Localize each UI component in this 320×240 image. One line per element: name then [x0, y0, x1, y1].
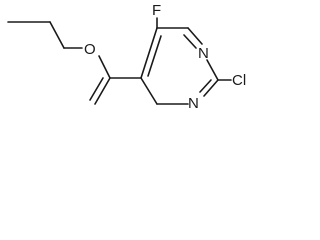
- atom-label-chlorine: Cl: [232, 72, 246, 89]
- bond-ethyl: [49, 21, 65, 49]
- atom-label-oxygen: O: [84, 41, 96, 58]
- bond-c6-n1: [187, 27, 203, 45]
- bond-vinyl-ch2-inner: [89, 77, 104, 101]
- bond-c4-c5-inner: [147, 35, 162, 77]
- bond-n1-c2: [206, 59, 219, 81]
- bond-c6-n1-inner: [183, 34, 197, 49]
- bond-vinyl-ch2: [94, 77, 111, 105]
- structure-drawing: F N N Cl O: [7, 2, 246, 112]
- bond-c2-n3: [203, 79, 219, 97]
- chemical-structure: F N N Cl O: [0, 0, 257, 133]
- bond-c4-n3-link: [140, 77, 158, 105]
- bond-c4-c5: [140, 27, 158, 79]
- bond-c2-n3-inner: [199, 79, 212, 93]
- atom-label-nitrogen-3: N: [188, 95, 199, 112]
- atom-label-fluorine: F: [152, 2, 161, 19]
- bond-vinyl-o: [98, 55, 111, 79]
- atom-label-nitrogen-1: N: [198, 45, 209, 62]
